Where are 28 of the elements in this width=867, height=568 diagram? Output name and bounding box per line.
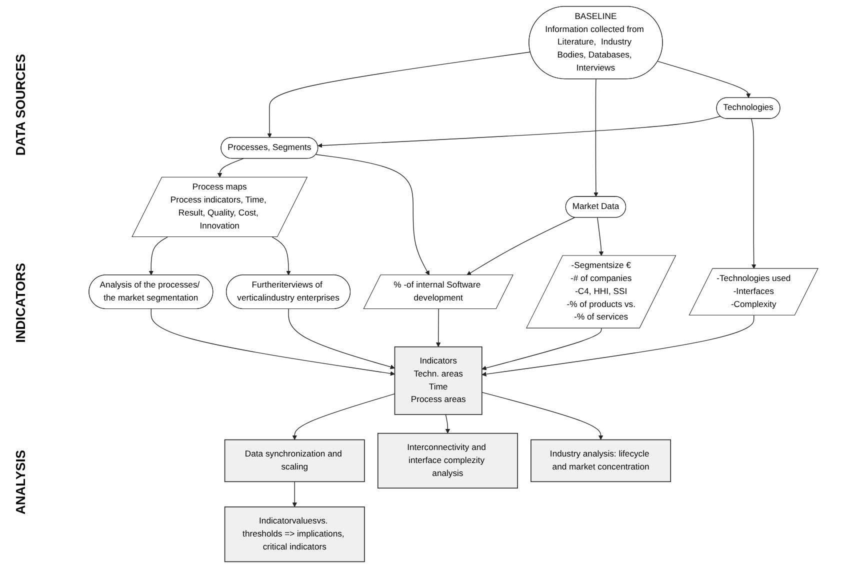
arrow	[445, 414, 450, 434]
arrow	[288, 308, 395, 370]
section-label: ANALYSIS	[12, 450, 28, 514]
arrow	[148, 236, 168, 276]
arrow	[466, 217, 575, 276]
section-label: DATA SOURCES	[12, 54, 28, 156]
arrow	[657, 60, 751, 98]
node-box: Indicatorvaluesvs. thresholds => implications, critical indicators	[224, 506, 365, 562]
node-box: Data synchronization and scaling	[224, 439, 365, 482]
arrow	[217, 158, 244, 178]
section-label: INDICATORS	[12, 262, 28, 342]
arrow	[482, 392, 604, 440]
node-box: Indicators Techn. areas Time Process areas	[394, 346, 482, 415]
arrow	[318, 116, 721, 148]
arrow	[436, 308, 441, 348]
arrow	[292, 393, 396, 440]
arrow	[751, 118, 756, 269]
arrow	[150, 308, 395, 376]
arrow	[482, 315, 754, 376]
arrow	[594, 78, 598, 197]
arrow	[267, 52, 531, 138]
arrow	[272, 236, 291, 276]
arrow	[482, 328, 602, 370]
arrow	[292, 481, 297, 508]
node-box: Interconnectivity and interface complezity analysis	[377, 432, 518, 489]
arrow	[316, 154, 430, 276]
node-box: Industry analysis: lifecycle and market concentration	[530, 439, 672, 482]
arrow	[597, 217, 604, 256]
